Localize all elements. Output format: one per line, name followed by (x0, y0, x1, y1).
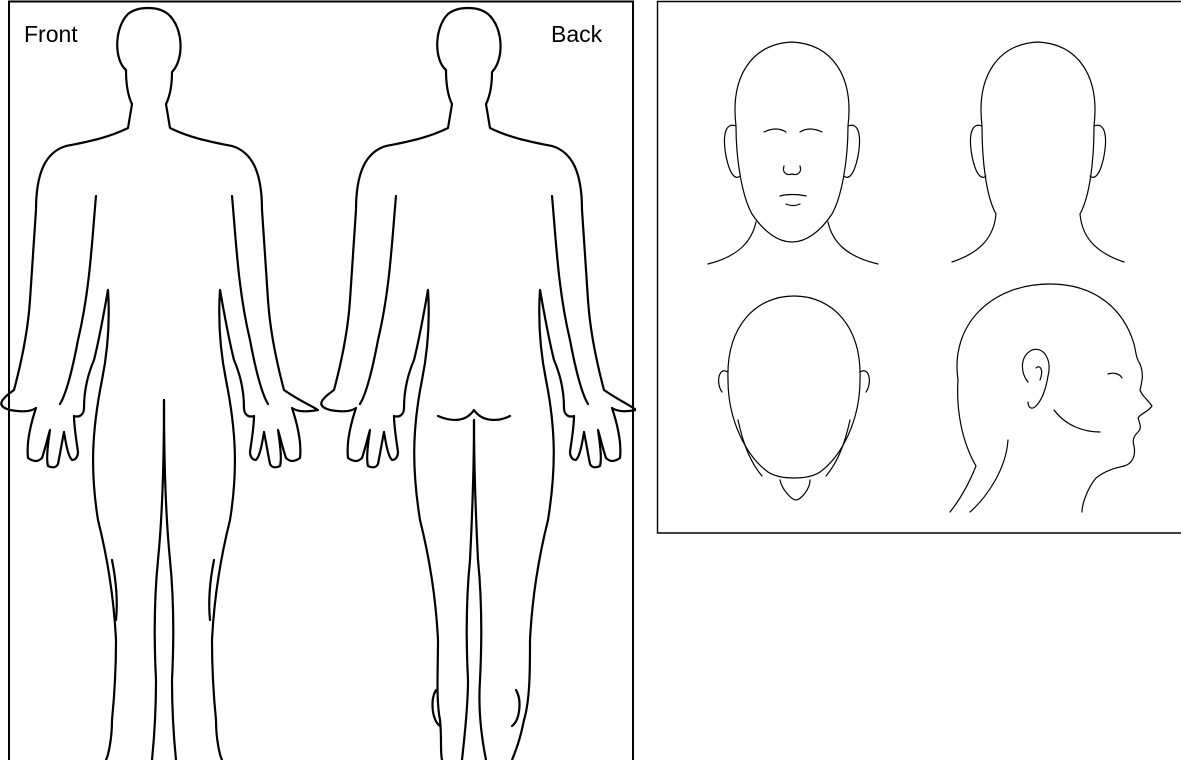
head-back-view (952, 42, 1124, 262)
front-body-outline (1, 8, 318, 760)
body-diagram-panel: Front Back (0, 0, 636, 760)
head-profile-view (950, 284, 1152, 512)
buttocks-line (438, 410, 510, 420)
front-label: Front (24, 23, 78, 46)
head-front-view (708, 42, 878, 264)
back-label: Back (551, 23, 602, 46)
head-top-view (719, 296, 870, 500)
head-diagram-svg (656, 0, 1181, 540)
back-body-outline (321, 8, 636, 760)
head-diagram-panel (656, 0, 1181, 540)
head-panel-border (658, 2, 1181, 534)
body-diagram-svg (0, 0, 636, 760)
